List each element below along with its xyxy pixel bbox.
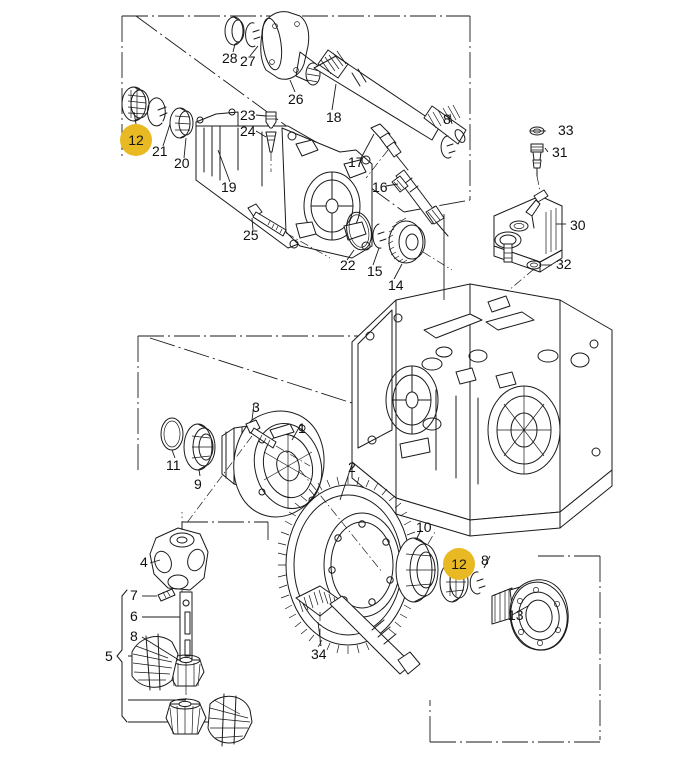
part-5-side-gear-right — [207, 693, 253, 747]
callout-label-1: 1 — [298, 420, 306, 436]
callout-label-26: 26 — [288, 91, 304, 107]
callout-label-23: 23 — [240, 107, 256, 123]
callout-label-5: 5 — [105, 648, 113, 664]
part-11-shim-ring — [160, 417, 184, 451]
callout-label-31: 31 — [552, 144, 568, 160]
part-4-differential-spider-case — [149, 512, 209, 608]
part-5-side-gear-left — [131, 633, 179, 691]
part-17-breather-plug — [365, 123, 409, 179]
part-8-circlip-driveshaft — [440, 135, 456, 159]
callout-label-17: 17 — [348, 154, 364, 170]
callout-label-8a: 8 — [130, 628, 138, 644]
part-18-drive-shaft — [313, 49, 467, 145]
callout-label-19: 19 — [221, 179, 237, 195]
callout-label-16: 16 — [372, 179, 388, 195]
highlight-marker-label: 12 — [451, 556, 467, 572]
part-28-seal-ring — [224, 16, 245, 46]
part-27-circlip-cv — [245, 22, 261, 48]
highlight-marker-12-bottom[interactable]: 12 — [443, 548, 475, 580]
callout-label-24: 24 — [240, 123, 256, 139]
part-6-differential-pinion-shaft — [179, 591, 193, 661]
callout-label-34: 34 — [311, 646, 327, 662]
part-1-differential-housing — [185, 410, 325, 525]
part-3-flange-bolt — [245, 419, 311, 467]
highlight-marker-label: 12 — [128, 132, 144, 148]
highlight-marker-12-top[interactable]: 12 — [120, 124, 152, 156]
part-8-bevel-pinion-upper — [167, 654, 205, 706]
part-7-roll-pin — [157, 588, 176, 602]
part-10-tapered-bearing — [395, 529, 439, 603]
callout-label-9: 9 — [194, 476, 202, 492]
callout-label-3: 3 — [252, 399, 260, 415]
callout-label-14: 14 — [388, 277, 404, 293]
part-15-circlip-speedo — [372, 223, 387, 249]
callout-leader-lines — [133, 43, 566, 663]
frame-top-right-assembly — [403, 16, 471, 213]
part-14-speedometer-drive-gear — [387, 217, 453, 271]
callout-label-13: 13 — [508, 607, 524, 623]
part-13-drive-flange — [491, 579, 569, 651]
callout-label-27: 27 — [240, 53, 256, 69]
callout-label-20: 20 — [174, 155, 190, 171]
part-21-circlip-top — [147, 97, 168, 127]
part-34-input-pinion-shaft — [295, 585, 421, 675]
callout-label-21: 21 — [152, 143, 168, 159]
callout-label-15: 15 — [367, 263, 383, 279]
part-31-vent-plug — [530, 143, 544, 197]
callout-label-8c: 8 — [481, 552, 489, 568]
part-22-o-ring — [346, 211, 372, 251]
part-20-needle-bearing-top — [169, 107, 194, 139]
part-23-switch-plug — [265, 111, 277, 129]
callout-label-22: 22 — [340, 257, 356, 273]
callout-label-28: 28 — [222, 50, 238, 66]
part-19-gear-carrier-housing — [195, 108, 373, 259]
part-26-cv-joint-housing — [260, 11, 321, 86]
part-25-hex-bolt — [247, 203, 331, 259]
callout-label-25: 25 — [243, 227, 259, 243]
part-12-tapered-bearing-top — [121, 86, 150, 122]
callout-label-11: 11 — [166, 457, 181, 473]
part-9-tapered-bearing — [183, 423, 216, 471]
callout-label-18: 18 — [326, 109, 342, 125]
callout-label-4: 4 — [140, 554, 148, 570]
frame-bottom-right-assembly — [429, 555, 601, 743]
callout-label-10: 10 — [416, 519, 432, 535]
callout-label-33: 33 — [558, 122, 574, 138]
callout-label-30: 30 — [570, 217, 586, 233]
part-30-selector-housing-cover — [493, 189, 563, 273]
part-5-bevel-pinion-lower — [165, 698, 207, 735]
callout-label-2: 2 — [348, 459, 356, 475]
callout-label-7: 7 — [130, 587, 138, 603]
part-8-circlip-flange — [469, 571, 486, 595]
callout-label-32: 32 — [556, 256, 572, 272]
gearbox-main-housing — [351, 214, 613, 537]
frame-lower-left-assembly — [137, 335, 561, 471]
callout-label-8b: 8 — [443, 111, 451, 127]
part-24-reverse-light-switch — [265, 131, 277, 172]
callout-label-6: 6 — [130, 608, 138, 624]
